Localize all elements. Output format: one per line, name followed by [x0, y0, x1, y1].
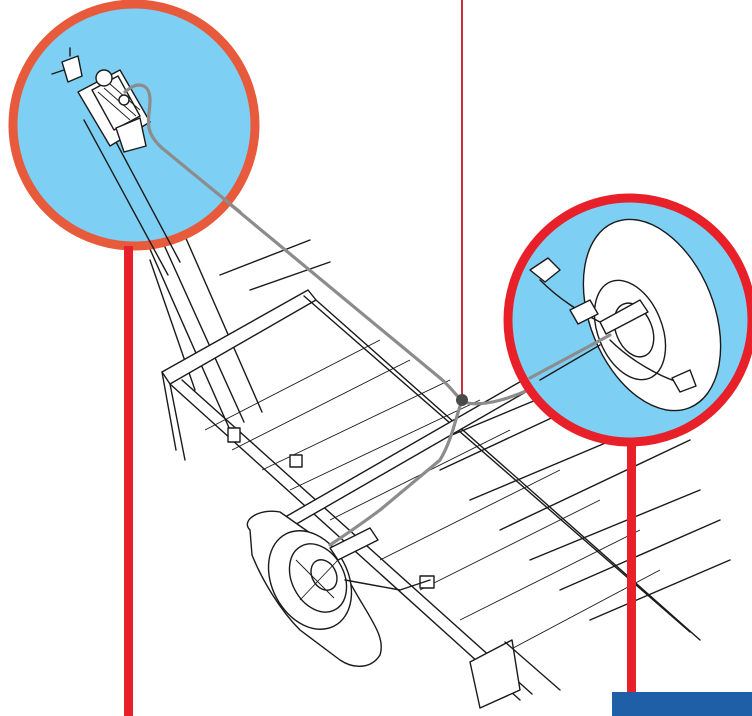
cable-junction	[456, 394, 468, 406]
wheel-zoom-callout	[503, 193, 752, 447]
caption-tab	[612, 692, 752, 716]
coupler-detail	[51, 47, 181, 276]
wheel-detail	[529, 218, 722, 412]
brake-cable-lower	[328, 398, 464, 547]
coupler-leader	[124, 246, 133, 716]
coupler-zoom-callout	[8, 0, 260, 276]
lower-wheel	[246, 510, 431, 667]
wheel-leader	[627, 442, 636, 716]
